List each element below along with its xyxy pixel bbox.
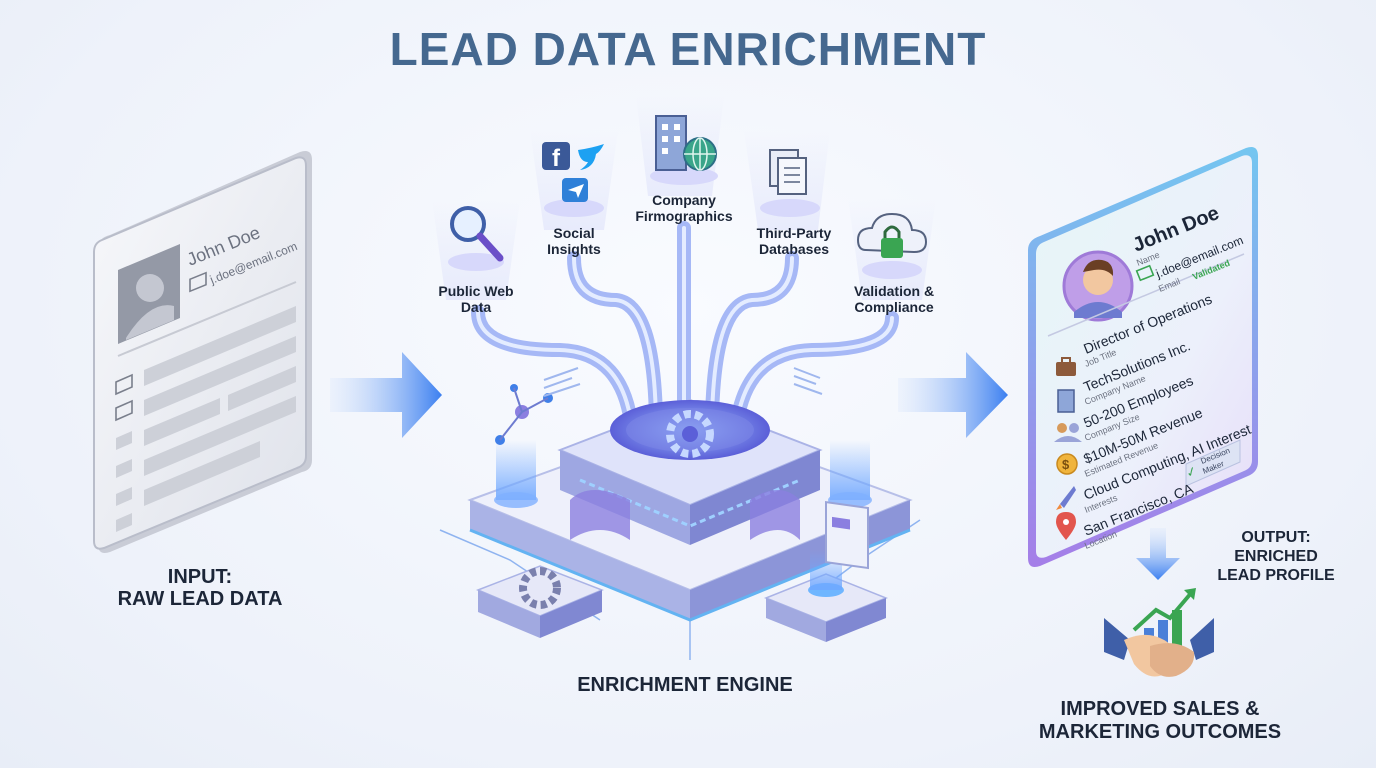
- source-label-public-web: Public Web Data: [401, 283, 551, 315]
- source-label-third-party: Third-Party Databases: [719, 225, 869, 257]
- input-lead-card: John Doe j.doe@email.com: [93, 151, 312, 553]
- outcome-label-line: IMPROVED SALES &: [1060, 698, 1260, 720]
- source-label-line: Validation &: [853, 283, 935, 299]
- source-label-line: Insights: [547, 241, 601, 257]
- output-label-line: ENRICHED: [1234, 548, 1318, 565]
- source-label-line: Data: [460, 299, 492, 315]
- input-label-line: INPUT:: [167, 566, 233, 588]
- outcome-label: IMPROVED SALES & MARKETING OUTCOMES: [1010, 698, 1310, 744]
- source-label-company: Company Firmographics: [609, 192, 759, 224]
- magnifier-icon: [448, 206, 504, 271]
- output-label-line: LEAD PROFILE: [1217, 567, 1335, 584]
- briefcase-icon: [1056, 357, 1076, 376]
- arrow-engine-to-output: [898, 352, 1008, 438]
- arrow-input-to-engine: [330, 352, 442, 438]
- source-label-social: Social Insights: [499, 225, 649, 257]
- source-label-line: Company: [652, 192, 716, 208]
- rocket-icon: [1056, 486, 1076, 510]
- building-globe-icon: [650, 115, 718, 185]
- output-lead-card: $ ✓: [1028, 147, 1258, 567]
- engine-label: ENRICHMENT ENGINE: [577, 674, 793, 696]
- decision-maker-badge: [1185, 439, 1241, 487]
- cloud-lock-icon: [856, 212, 928, 279]
- building-icon: [1057, 389, 1075, 413]
- handshake-growth-icon: [1104, 588, 1214, 677]
- source-label-line: Firmographics: [635, 208, 733, 224]
- data-pipes: [471, 221, 899, 437]
- svg-text:$: $: [1062, 457, 1070, 472]
- source-label-line: Social: [553, 225, 595, 241]
- dollar-icon: $: [1056, 453, 1078, 475]
- arrow-output-to-outcome: [1136, 528, 1180, 580]
- source-label-validation: Validation & Compliance: [819, 283, 969, 315]
- input-label-line: RAW LEAD DATA: [117, 588, 283, 610]
- svg-text:✓: ✓: [1184, 463, 1200, 481]
- output-label-line: OUTPUT:: [1241, 529, 1311, 546]
- input-label: INPUT: RAW LEAD DATA: [100, 566, 300, 610]
- source-label-line: Databases: [758, 241, 830, 257]
- social-media-icon: f: [542, 142, 604, 217]
- outcome-label-line: MARKETING OUTCOMES: [1038, 721, 1282, 743]
- output-label: OUTPUT: ENRICHED LEAD PROFILE: [1196, 528, 1356, 585]
- source-label-line: Compliance: [854, 299, 934, 315]
- source-label-line: Public Web: [438, 283, 514, 299]
- location-pin-icon: [1056, 512, 1076, 540]
- documents-icon: [760, 149, 820, 217]
- source-label-line: Third-Party: [756, 225, 832, 241]
- people-icon: [1054, 423, 1082, 442]
- svg-text:f: f: [552, 145, 561, 172]
- enrichment-engine-graphic: [439, 367, 921, 660]
- page-title: LEAD DATA ENRICHMENT: [389, 23, 987, 75]
